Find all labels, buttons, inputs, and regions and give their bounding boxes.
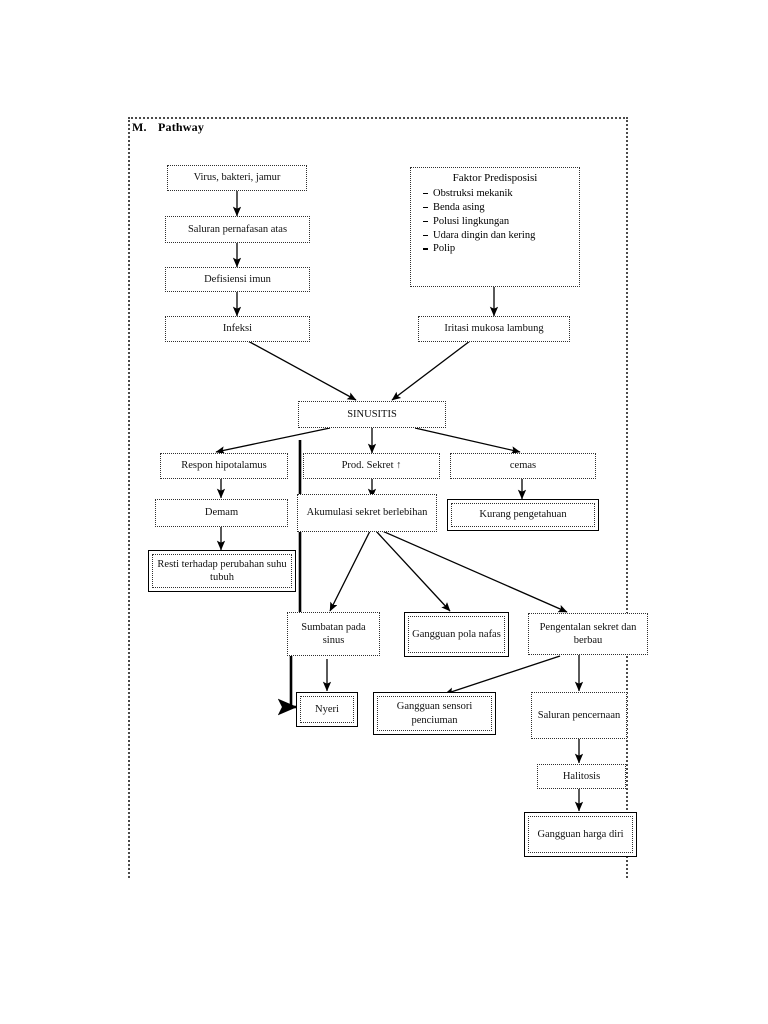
list-item: Udara dingin dan kering xyxy=(423,229,573,243)
node-prod-sekret[interactable]: Prod. Sekret ↑ xyxy=(303,453,440,479)
node-respon-hipotalamus[interactable]: Respon hipotalamus xyxy=(160,453,288,479)
node-kurang-pengetahuan[interactable]: Kurang pengetahuan xyxy=(447,499,599,531)
faktor-predisposisi-title: Faktor Predisposisi xyxy=(452,172,538,184)
node-nyeri[interactable]: Nyeri xyxy=(296,692,358,727)
list-item: Polip xyxy=(423,242,573,256)
node-cemas[interactable]: cemas xyxy=(450,453,596,479)
list-item: Obstruksi mekanik xyxy=(423,187,573,201)
node-saluran-pencernaan[interactable]: Saluran pencernaan xyxy=(531,692,627,739)
node-infeksi[interactable]: Infeksi xyxy=(165,316,310,342)
node-pengentalan-sekret-dan-berbau[interactable]: Pengentalan sekret dan berbau xyxy=(528,613,648,655)
node-gangguan-harga-diri[interactable]: Gangguan harga diri xyxy=(524,812,637,857)
node-saluran-pernafasan-atas[interactable]: Saluran pernafasan atas xyxy=(165,216,310,243)
node-faktor-predisposisi[interactable]: Faktor Predisposisi Obstruksi mekanik Be… xyxy=(410,167,580,287)
node-sinusitis[interactable]: SINUSITIS xyxy=(298,401,446,428)
node-defisiensi-imun[interactable]: Defisiensi imun xyxy=(165,267,310,292)
faktor-predisposisi-list: Obstruksi mekanik Benda asing Polusi lin… xyxy=(417,187,573,256)
page-heading: M. Pathway xyxy=(132,120,204,135)
node-gangguan-pola-nafas[interactable]: Gangguan pola nafas xyxy=(404,612,509,657)
node-akumulasi-sekret-berlebihan[interactable]: Akumulasi sekret berlebihan xyxy=(297,494,437,532)
list-item: Polusi lingkungan xyxy=(423,215,573,229)
node-resti-perubahan-suhu-tubuh[interactable]: Resti terhadap perubahan suhu tubuh xyxy=(148,550,296,592)
node-gangguan-sensori-penciuman[interactable]: Gangguan sensori penciuman xyxy=(373,692,496,735)
node-iritasi-mukosa-lambung[interactable]: Iritasi mukosa lambung xyxy=(418,316,570,342)
heading-number: M. xyxy=(132,120,147,134)
node-sumbatan-pada-sinus[interactable]: Sumbatan pada sinus xyxy=(287,612,380,656)
node-demam[interactable]: Demam xyxy=(155,499,288,527)
heading-title: Pathway xyxy=(158,120,205,134)
node-virus-bakteri-jamur[interactable]: Virus, bakteri, jamur xyxy=(167,165,307,191)
list-item: Benda asing xyxy=(423,201,573,215)
node-halitosis[interactable]: Halitosis xyxy=(537,764,626,789)
